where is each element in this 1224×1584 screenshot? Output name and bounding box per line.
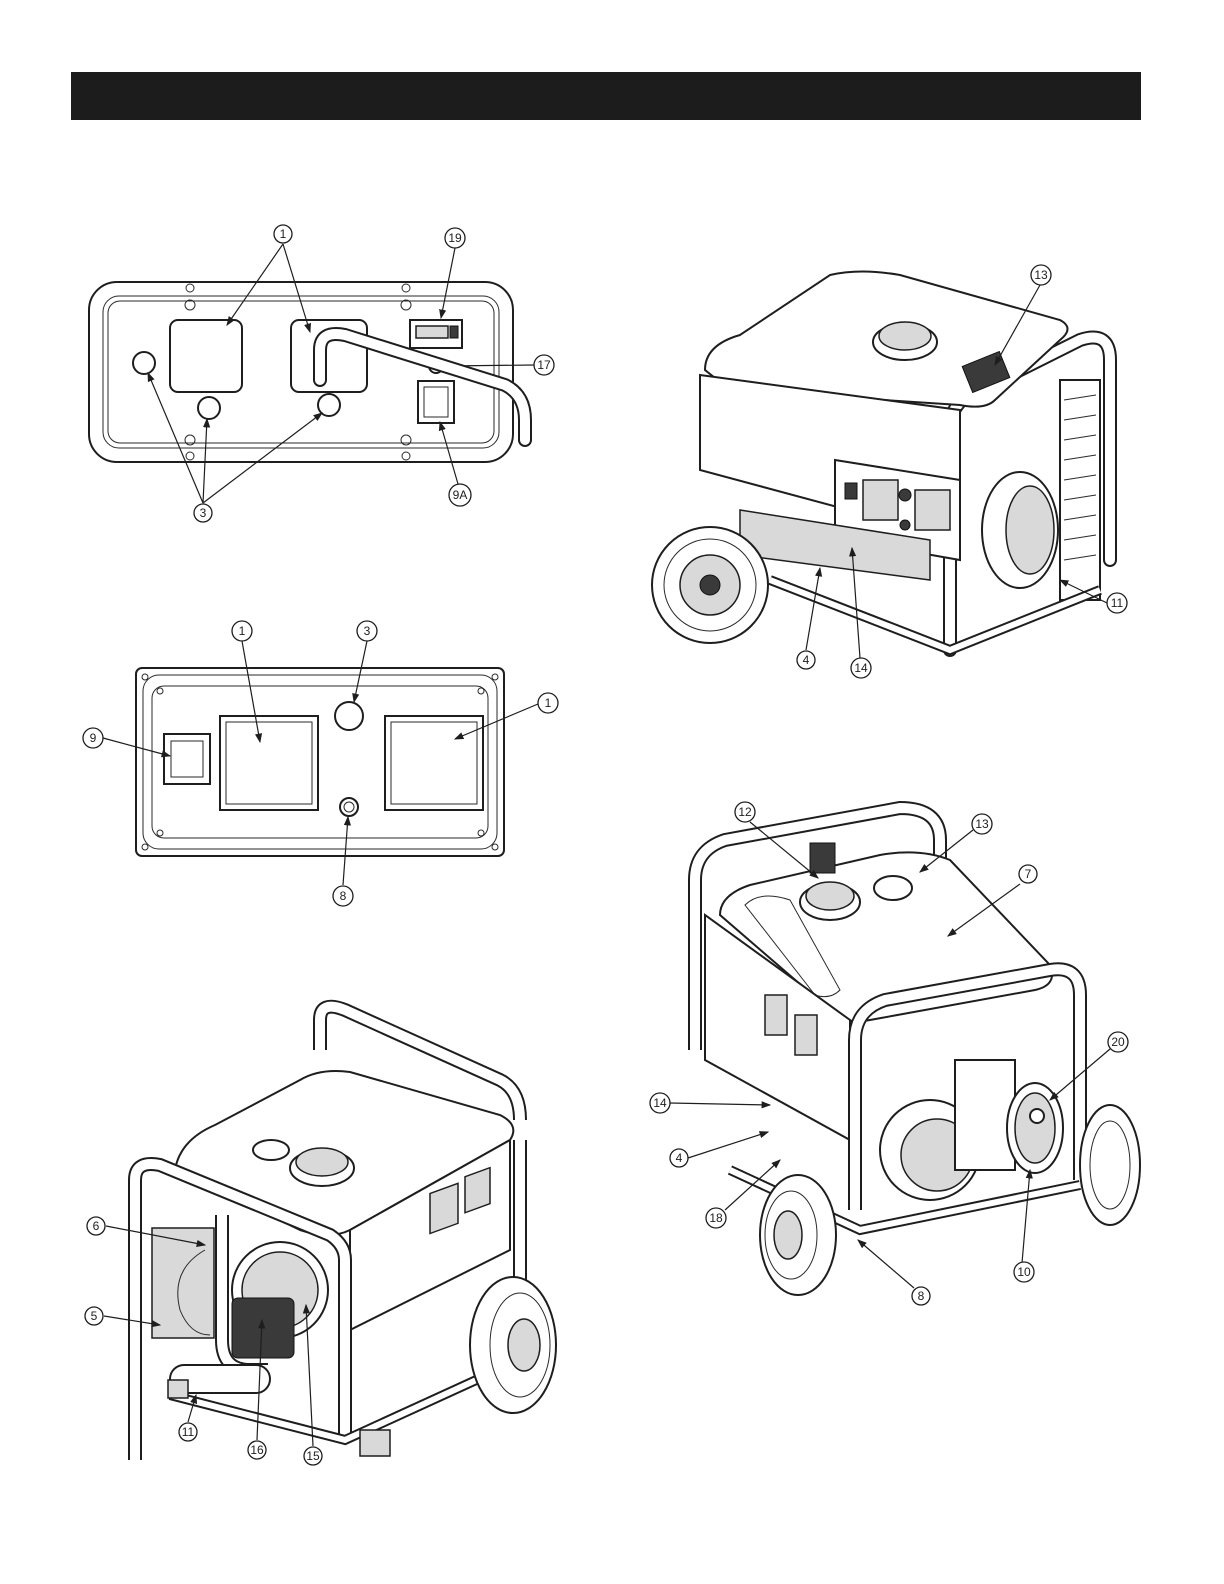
svg-text:19: 19: [448, 231, 462, 245]
callout-badge: 6: [87, 1217, 105, 1235]
callout-badge: 1: [232, 621, 252, 641]
svg-text:20: 20: [1111, 1035, 1125, 1049]
callout-badge: 11: [1107, 593, 1127, 613]
callout-badge: 4: [670, 1149, 688, 1167]
callout-badge: 3: [194, 504, 212, 522]
callout-badge: 13: [1031, 265, 1051, 285]
callout-badge: 9A: [449, 484, 471, 506]
svg-text:4: 4: [676, 1151, 683, 1165]
callout-badge: 17: [534, 355, 554, 375]
callout-badge: 18: [706, 1208, 726, 1228]
generator-rear-right-view: [670, 808, 1140, 1295]
callout-badge: 10: [1014, 1262, 1034, 1282]
callout-badge: 7: [1019, 865, 1037, 883]
svg-text:1: 1: [280, 227, 287, 241]
generator-rear-left-view: [104, 334, 556, 1460]
svg-text:12: 12: [738, 805, 752, 819]
svg-text:10: 10: [1017, 1265, 1031, 1279]
svg-text:9A: 9A: [453, 488, 468, 502]
callout-badge: 15: [304, 1447, 322, 1465]
callout-badge: 9: [83, 728, 103, 748]
svg-text:3: 3: [364, 624, 371, 638]
control-panel-b: [103, 641, 538, 885]
callout-badge: 8: [912, 1287, 930, 1305]
svg-text:7: 7: [1025, 867, 1032, 881]
svg-text:11: 11: [1111, 596, 1124, 610]
svg-text:6: 6: [93, 1219, 100, 1233]
callout-badge: 16: [248, 1441, 266, 1459]
callout-badge: 5: [85, 1307, 103, 1325]
svg-text:18: 18: [709, 1211, 723, 1225]
svg-text:13: 13: [975, 817, 989, 831]
svg-text:1: 1: [239, 624, 246, 638]
svg-text:1: 1: [545, 696, 552, 710]
callout-badge: 4: [797, 651, 815, 669]
svg-text:15: 15: [306, 1449, 320, 1463]
callout-badge: 11: [179, 1423, 197, 1441]
svg-text:14: 14: [653, 1096, 667, 1110]
svg-text:5: 5: [91, 1309, 98, 1323]
svg-text:14: 14: [854, 661, 868, 675]
callout-badge: 14: [851, 658, 871, 678]
callout-badge: 8: [333, 886, 353, 906]
callout-badge: 1: [274, 225, 292, 243]
callout-badge: 20: [1108, 1032, 1128, 1052]
callout-badge: 13: [972, 814, 992, 834]
callout-badge: 1: [538, 693, 558, 713]
callout-badge: 12: [735, 802, 755, 822]
svg-text:13: 13: [1034, 268, 1048, 282]
svg-text:17: 17: [537, 358, 551, 372]
svg-text:3: 3: [200, 506, 207, 520]
callout-badge: 14: [650, 1093, 670, 1113]
generator-front-view: [652, 240, 1110, 658]
svg-text:8: 8: [918, 1289, 925, 1303]
svg-text:4: 4: [803, 653, 810, 667]
svg-text:11: 11: [182, 1425, 195, 1439]
svg-text:16: 16: [250, 1443, 264, 1457]
callout-badge: 19: [445, 228, 465, 248]
svg-text:8: 8: [340, 889, 347, 903]
svg-text:9: 9: [90, 731, 97, 745]
callout-badge: 3: [357, 621, 377, 641]
